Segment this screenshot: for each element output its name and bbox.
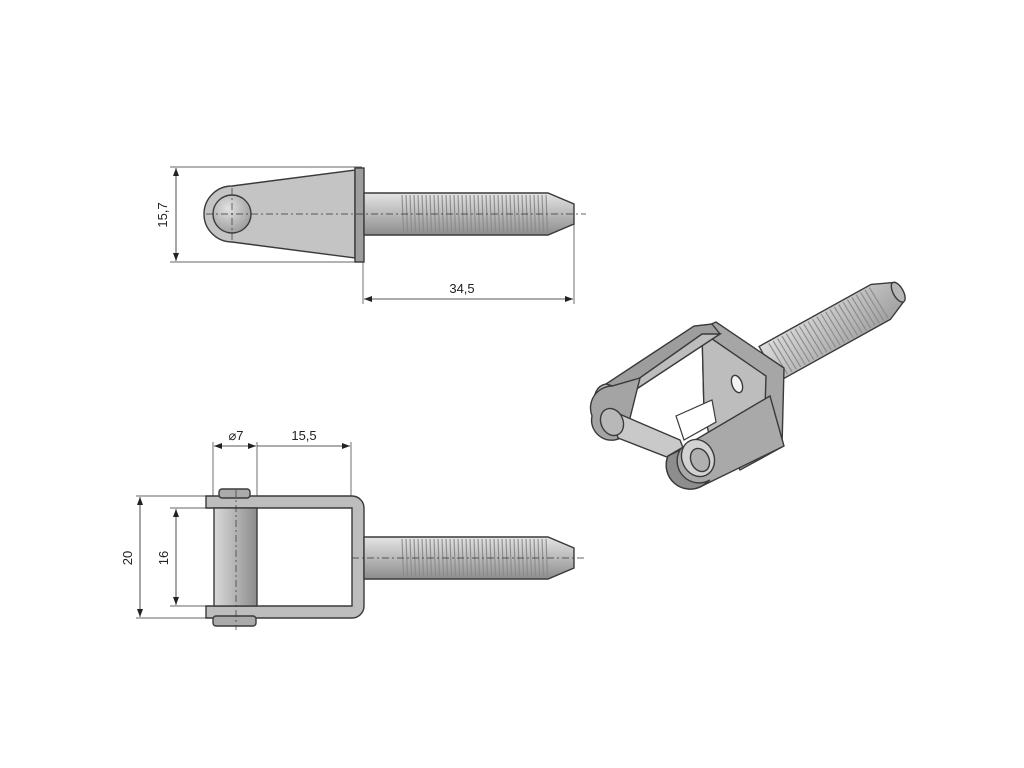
dim-label-length: 34,5 [449, 281, 474, 296]
arrow-length-2 [565, 296, 573, 302]
thread-line [812, 318, 832, 351]
thread-line [449, 538, 453, 578]
thread-line [781, 335, 802, 368]
thread-line [453, 538, 457, 578]
thread-line [425, 538, 429, 578]
top-view-plate [203, 169, 356, 259]
arrow-inner-2 [173, 597, 179, 605]
dim-label-height-outer: 20 [120, 551, 135, 565]
thread-line [833, 306, 854, 339]
thread-line [533, 194, 537, 234]
front-view-pin-head-bottom [212, 615, 257, 627]
thread-line [465, 538, 469, 578]
thread-line [457, 194, 461, 234]
iso-threads [768, 287, 889, 375]
thread-line [803, 323, 824, 355]
thread-line [413, 194, 417, 234]
arrow-length-1 [364, 296, 372, 302]
thread-line [429, 194, 433, 234]
top-view: 15,7 34,5 [155, 166, 586, 304]
thread-line [790, 330, 810, 363]
thread-line [807, 321, 828, 353]
thread-line [525, 538, 529, 578]
thread-line [829, 309, 850, 341]
dim-label-clevis-depth: 15,5 [291, 428, 316, 443]
thread-line [433, 538, 437, 578]
arrow-height-top-1 [173, 168, 179, 176]
thread-line [838, 304, 859, 336]
arrow-inner-1 [173, 509, 179, 517]
dim-label-height-top: 15,7 [155, 202, 170, 227]
iso-shaft [758, 281, 906, 383]
thread-line [847, 299, 867, 331]
arrow-pin-1 [214, 443, 222, 449]
thread-line [864, 289, 885, 322]
thread-line [489, 194, 493, 234]
thread-line [509, 538, 513, 578]
arrow-outer-2 [137, 609, 143, 617]
thread-line [545, 538, 549, 578]
iso-pin-end-far [599, 407, 625, 437]
thread-line [437, 194, 441, 234]
thread-line [517, 194, 521, 234]
thread-line [820, 313, 841, 346]
iso-bottom-arm-edge [665, 448, 711, 490]
thread-line [825, 311, 845, 343]
dim-label-pin-diameter: ⌀7 [228, 428, 243, 443]
thread-line [453, 194, 457, 234]
thread-line [851, 297, 872, 329]
iso-window [675, 399, 717, 441]
iso-back-hole [730, 374, 744, 394]
thread-line [513, 538, 517, 578]
arrow-pin-2 [248, 443, 256, 449]
thread-line [868, 287, 889, 319]
arrow-height-top-2 [173, 253, 179, 261]
iso-pin-end-near-inner [689, 447, 711, 473]
thread-line [816, 316, 837, 348]
front-view-pin-head-top [218, 488, 251, 499]
dim-label-height-inner: 16 [156, 551, 171, 565]
thread-line [794, 328, 815, 360]
front-view-pin [213, 507, 258, 607]
thread-line [855, 294, 876, 326]
thread-line [842, 301, 863, 334]
thread-line [469, 194, 473, 234]
arrow-outer-1 [137, 497, 143, 505]
thread-line [409, 538, 413, 578]
front-view: ⌀7 15,5 20 16 [120, 428, 586, 630]
thread-line [798, 326, 819, 358]
thread-line [493, 538, 497, 578]
thread-line [529, 194, 533, 234]
thread-line [473, 194, 477, 234]
thread-line [777, 338, 797, 370]
arrow-depth-2 [342, 443, 350, 449]
thread-line [405, 538, 409, 578]
thread-line [513, 194, 517, 234]
thread-line [772, 340, 793, 372]
thread-line [409, 194, 413, 234]
front-view-clevis [205, 495, 365, 619]
thread-line [529, 538, 533, 578]
top-view-plate-edge [354, 167, 365, 263]
thread-line [785, 333, 806, 365]
thread-line [469, 538, 473, 578]
thread-line [497, 194, 501, 234]
isometric-view [589, 281, 906, 490]
thread-line [860, 292, 880, 324]
thread-line [485, 538, 489, 578]
